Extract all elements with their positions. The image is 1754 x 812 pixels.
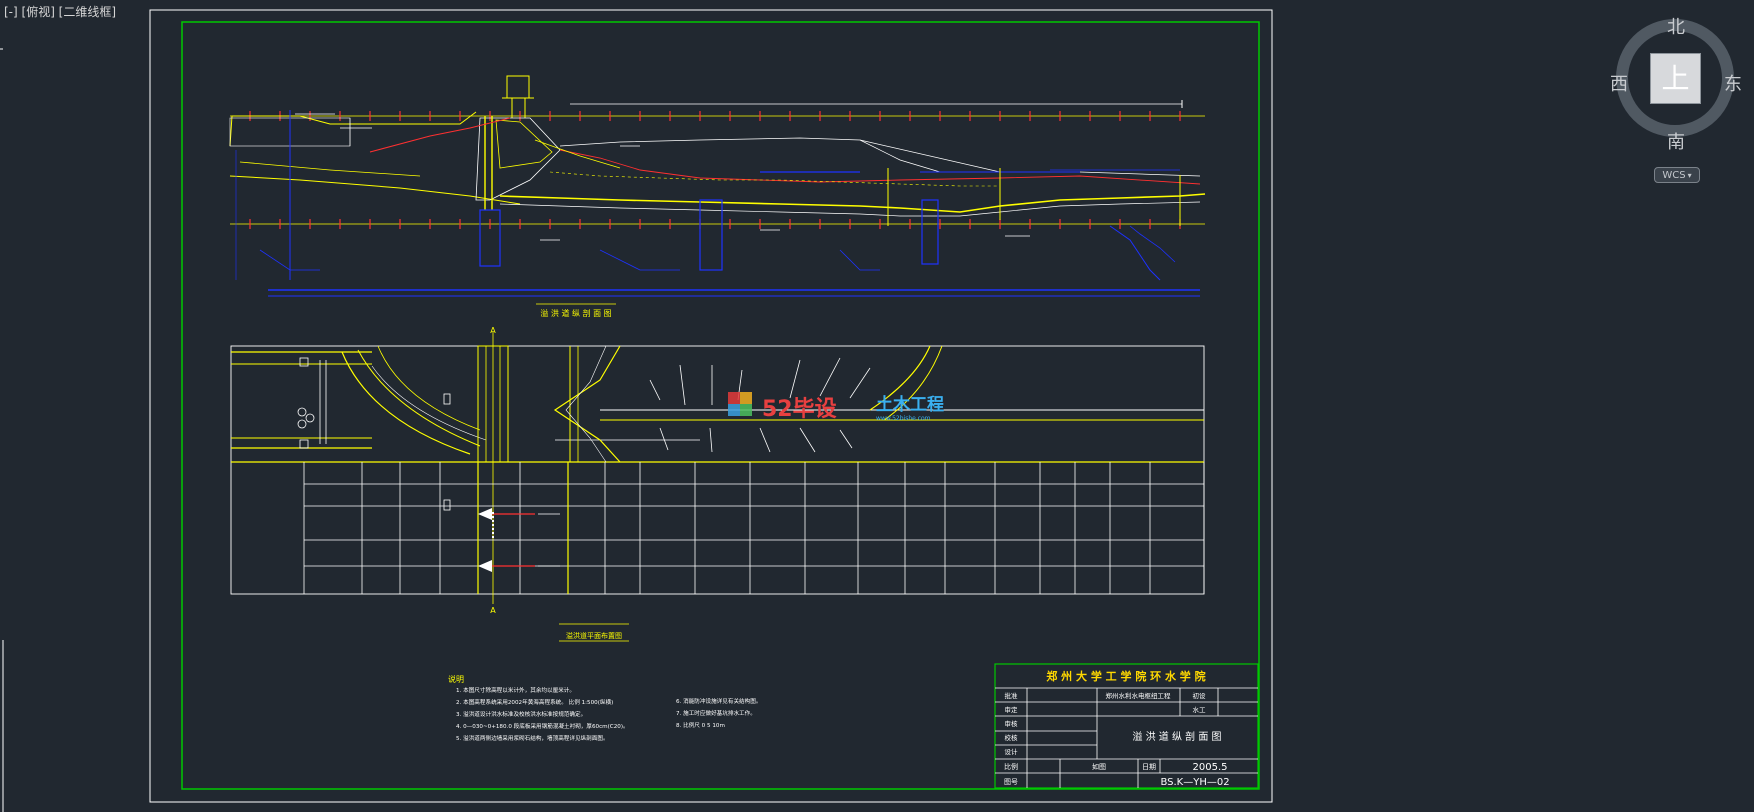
watermark-main: 52毕设	[762, 397, 837, 422]
note-line: 8. 比例尺 0 5 10m	[676, 721, 725, 729]
compass-north[interactable]: 北	[1667, 17, 1685, 38]
section-marker-a-top: A	[490, 326, 496, 335]
drawing-number: BS.K—YH—02	[1160, 777, 1229, 788]
plan-view	[230, 332, 1205, 642]
note-line: 6. 消能防冲设施详见有关结构图。	[676, 697, 761, 705]
longitudinal-section	[229, 75, 1206, 305]
upper-view-title: 溢 洪 道 纵 剖 面 图	[540, 308, 611, 318]
wcs-label: WCS	[1662, 170, 1686, 181]
sheet-frame	[149, 9, 1273, 803]
lower-view-title: 溢洪道平面布置图	[566, 631, 622, 640]
viewport-controls-label[interactable]: [-] [俯视] [二维线框]	[4, 5, 117, 19]
watermark-logo	[728, 392, 752, 416]
school-name: 郑 州 大 学 工 学 院 环 水 学 院	[1046, 669, 1205, 683]
note-line: 4. 0—030~0+180.0 段底板采用钢筋混凝土衬砌，厚60cm(C20)…	[456, 722, 629, 730]
title-block-label: 批准	[1005, 691, 1019, 700]
notes-left-list: 1. 本图尺寸除高程以米计外，其余均以厘米计。 2. 本图高程系统采用2002年黄…	[456, 686, 629, 742]
watermark-url: www.52bishe.com	[876, 415, 931, 422]
drawing-border	[181, 21, 1260, 790]
section-marker-a-bottom: A	[490, 606, 496, 615]
watermark-sub: 土木工程	[876, 394, 944, 415]
title-block-label: 审核	[1005, 719, 1019, 728]
compass-east[interactable]: 东	[1724, 74, 1742, 95]
title-block-label: 审定	[1005, 705, 1019, 714]
note-line: 3. 溢洪道设计洪水标准及校核洪水标准按规范确定。	[456, 710, 586, 718]
compass-south[interactable]: 南	[1667, 132, 1685, 153]
notes-right-list: 6. 消能防冲设施详见有关结构图。 7. 施工时应做好基坑排水工作。 8. 比例尺 …	[676, 697, 761, 729]
title-block-label: 校核	[1005, 733, 1019, 742]
number-label: 图号	[1004, 778, 1018, 786]
project-name: 郑州水利水电枢纽工程	[1106, 691, 1172, 700]
wcs-menu-button[interactable]: WCS▾	[1654, 167, 1700, 183]
title-block	[994, 663, 1259, 789]
note-line: 1. 本图尺寸除高程以米计外，其余均以厘米计。	[456, 686, 575, 694]
note-line: 5. 溢洪道两侧边墙采用浆砌石结构，墙顶高程详见纵剖面图。	[456, 734, 609, 742]
part-label: 水工	[1193, 705, 1207, 714]
date-label: 日期	[1142, 763, 1156, 771]
title-block-label: 设计	[1005, 747, 1019, 756]
scale-label: 比例	[1004, 762, 1018, 771]
viewcube-top-face[interactable]: 上	[1650, 53, 1701, 104]
drawing-title: 溢 洪 道 纵 剖 面 图	[1132, 730, 1221, 743]
chevron-down-icon: ▾	[1687, 171, 1692, 180]
stage-label: 初设	[1193, 691, 1207, 700]
scale-value: 如图	[1092, 762, 1106, 771]
notes-heading: 说明	[448, 674, 464, 684]
note-line: 2. 本图高程系统采用2002年黄海高程系统。 比例 1:500(纵横)	[456, 698, 613, 706]
compass-west[interactable]: 西	[1610, 74, 1628, 95]
date-value: 2005.5	[1193, 762, 1228, 773]
note-line: 7. 施工时应做好基坑排水工作。	[676, 709, 756, 717]
